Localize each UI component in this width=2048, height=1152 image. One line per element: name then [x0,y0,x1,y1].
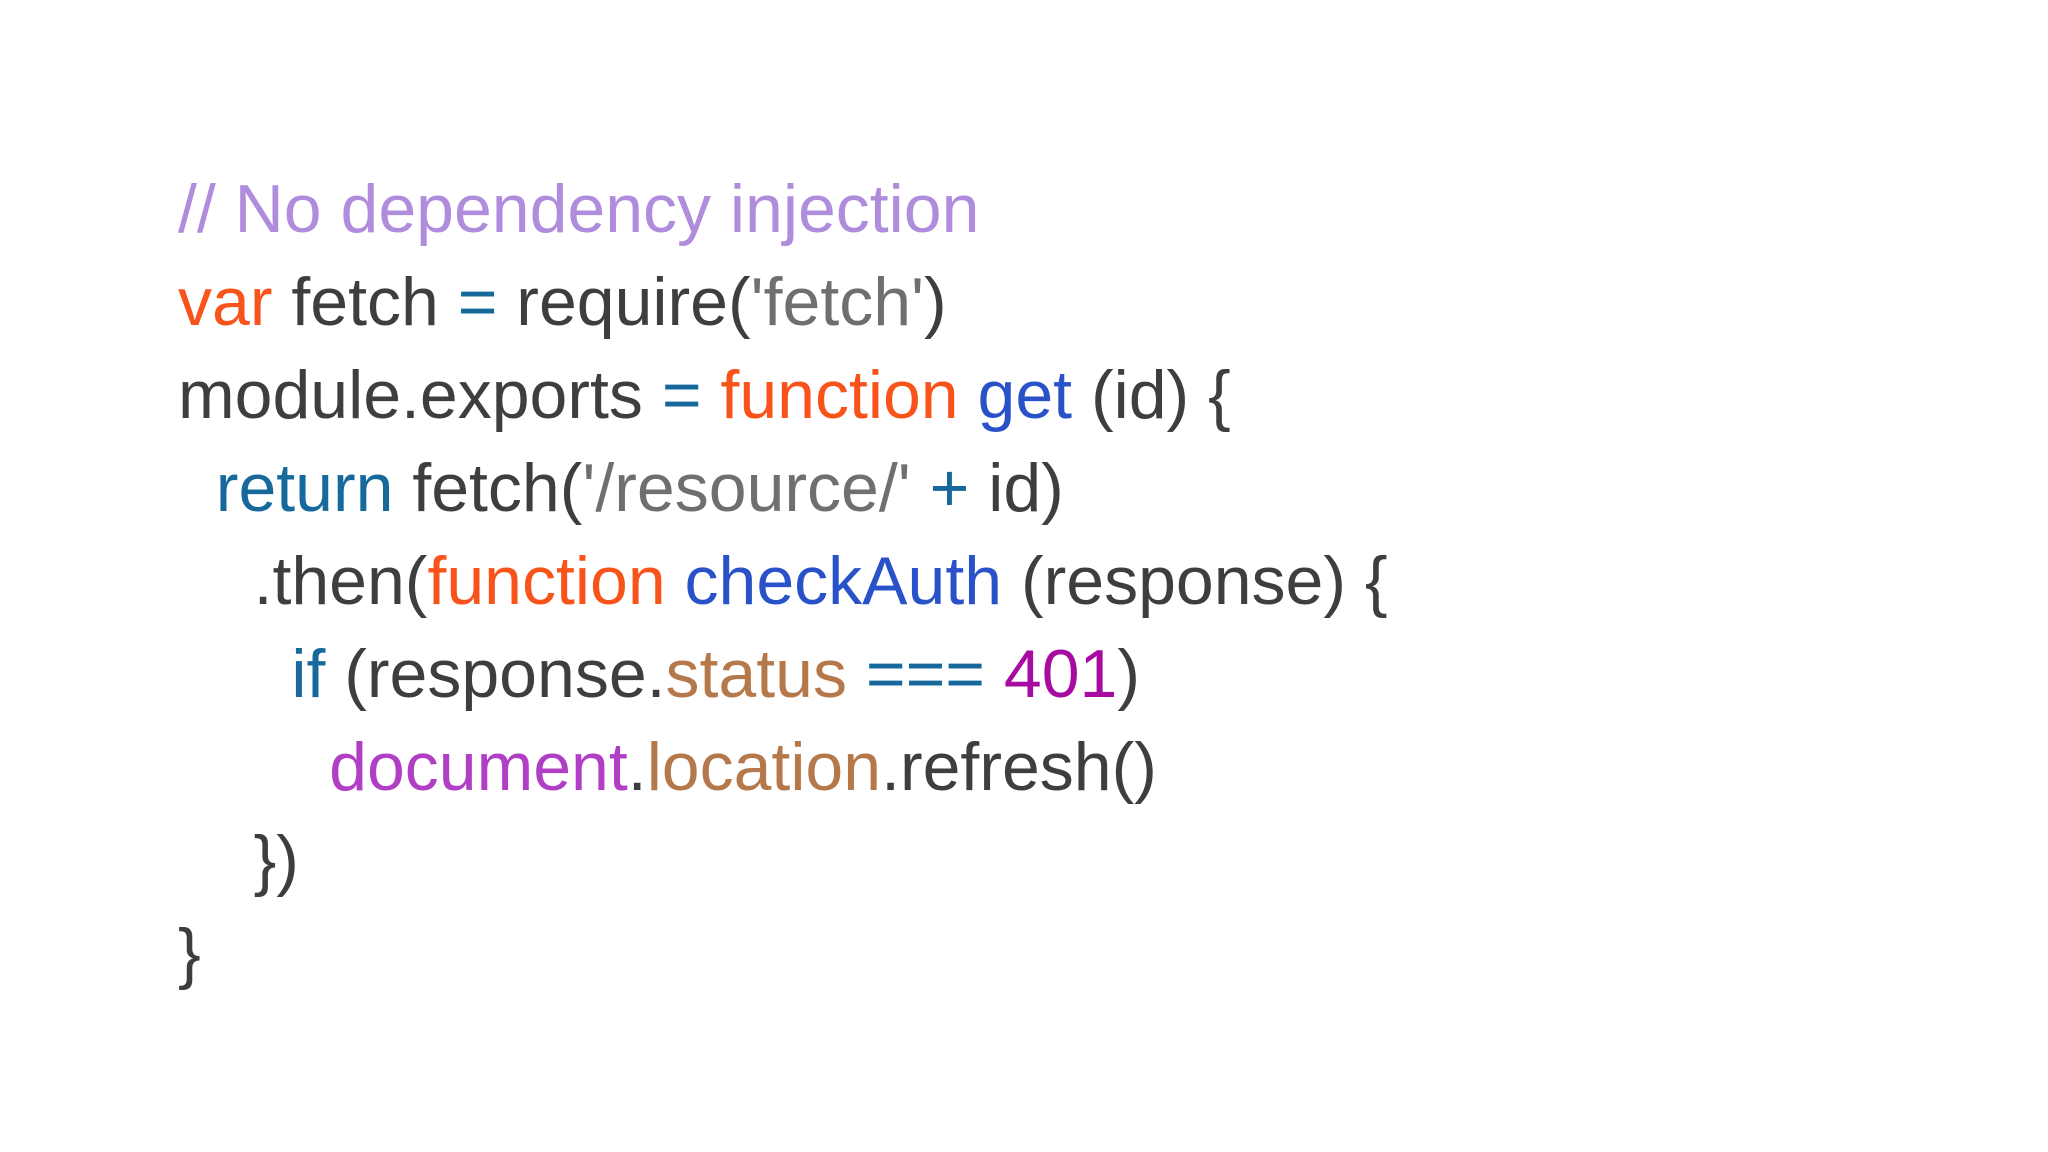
code-token-function_name: checkAuth [684,543,1003,619]
code-token-plain: module.exports [178,357,662,433]
code-token-plain: fetch [272,264,458,340]
code-token-plain: id) [969,450,1064,526]
code-token-keyword: function [720,357,959,433]
code-token-plain: require( [497,264,751,340]
code-token-plain [178,450,216,526]
code-line-8: }) [178,814,1388,907]
code-token-plain: ) [1117,636,1141,712]
code-token-keyword: function [427,543,666,619]
code-line-6: if (response.status === 401) [178,628,1388,721]
code-token-function_name: get [977,357,1073,433]
code-token-operator_keyword: = [457,264,498,340]
code-token-keyword: var [178,264,273,340]
code-token-plain [178,729,329,805]
code-token-plain: ) [924,264,947,340]
code-token-property: status [665,636,847,712]
code-line-4: return fetch('/resource/' + id) [178,442,1388,535]
code-token-global_object: document [329,729,628,805]
code-token-operator_keyword: + [929,450,970,526]
code-token-string: '/resource/' [582,450,911,526]
code-line-7: document.location.refresh() [178,721,1388,814]
code-token-number: 401 [1003,636,1118,712]
code-token-plain [178,636,291,712]
code-token-plain: } [178,915,201,991]
code-token-plain: . [627,729,647,805]
code-token-plain: (response. [325,636,666,712]
code-token-plain [847,636,866,712]
code-token-plain [985,636,1004,712]
code-token-operator_keyword: === [865,636,985,712]
code-token-plain [666,543,685,619]
code-line-9: } [178,907,1388,1000]
code-token-operator_keyword: = [661,357,702,433]
code-token-plain [702,357,721,433]
code-line-3: module.exports = function get (id) { [178,349,1388,442]
code-token-plain: }) [178,822,299,898]
code-block: // No dependency injection var fetch = re… [178,163,1388,1000]
code-token-plain [911,450,930,526]
code-token-plain: .refresh() [881,729,1157,805]
code-token-operator_keyword: if [291,636,326,712]
code-token-property: location [646,729,882,805]
code-token-string: 'fetch' [750,264,925,340]
code-token-plain [959,357,978,433]
code-token-plain: (response) { [1002,543,1388,619]
code-token-comment: // No dependency injection [178,171,980,247]
code-token-plain: .then( [178,543,428,619]
code-token-plain: fetch( [393,450,583,526]
code-token-operator_keyword: return [215,450,394,526]
code-token-plain: (id) { [1072,357,1231,433]
code-line-2: var fetch = require('fetch') [178,256,1388,349]
code-line-5: .then(function checkAuth (response) { [178,535,1388,628]
code-line-1: // No dependency injection [178,163,1388,256]
